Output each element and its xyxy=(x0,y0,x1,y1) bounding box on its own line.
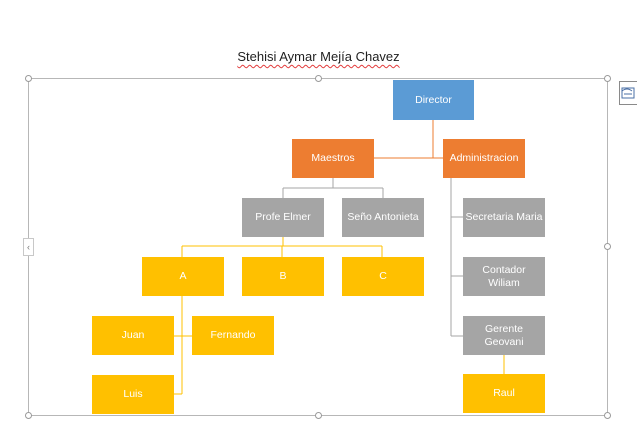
resize-handle-bottom-right[interactable] xyxy=(604,412,611,419)
node-luis[interactable]: Luis xyxy=(92,375,174,414)
node-a[interactable]: A xyxy=(142,257,224,296)
smartart-frame[interactable] xyxy=(28,78,608,416)
node-c[interactable]: C xyxy=(342,257,424,296)
node-contador-wiliam[interactable]: Contador Wiliam xyxy=(463,257,545,296)
node-director[interactable]: Director xyxy=(393,80,474,120)
resize-handle-top-middle[interactable] xyxy=(315,75,322,82)
resize-handle-top-left[interactable] xyxy=(25,75,32,82)
resize-handle-top-right[interactable] xyxy=(604,75,611,82)
chevron-left-icon: ‹ xyxy=(27,242,30,252)
resize-handle-bottom-left[interactable] xyxy=(25,412,32,419)
node-gerente-geovani[interactable]: Gerente Geovani xyxy=(463,316,545,355)
resize-handle-bottom-middle[interactable] xyxy=(315,412,322,419)
resize-handle-middle-right[interactable] xyxy=(604,243,611,250)
node-secretaria-maria[interactable]: Secretaria Maria xyxy=(463,198,545,237)
document-title-text: Stehisi Aymar Mejía Chavez xyxy=(237,49,400,64)
layout-options-icon xyxy=(621,87,635,99)
node-seno-antonieta[interactable]: Seño Antonieta xyxy=(342,198,424,237)
node-raul[interactable]: Raul xyxy=(463,374,545,413)
node-fernando[interactable]: Fernando xyxy=(192,316,274,355)
node-juan[interactable]: Juan xyxy=(92,316,174,355)
node-administracion[interactable]: Administracion xyxy=(443,139,525,178)
layout-options-button[interactable] xyxy=(619,81,637,105)
document-title: Stehisi Aymar Mejía Chavez xyxy=(0,49,637,64)
text-pane-toggle[interactable]: ‹ xyxy=(23,238,34,256)
node-b[interactable]: B xyxy=(242,257,324,296)
node-profe-elmer[interactable]: Profe Elmer xyxy=(242,198,324,237)
node-maestros[interactable]: Maestros xyxy=(292,139,374,178)
